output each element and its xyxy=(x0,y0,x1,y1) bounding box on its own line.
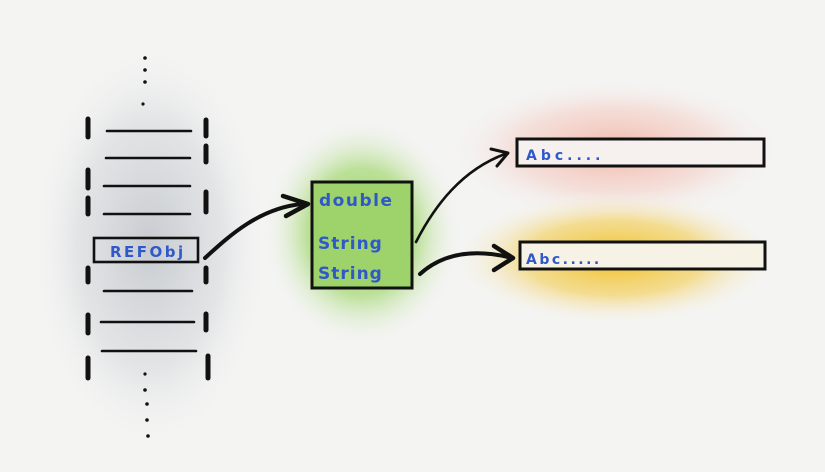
ref-label: REFObj xyxy=(110,243,186,261)
string-2-value: Abc..... xyxy=(526,252,602,268)
arrow-ref-to-object xyxy=(203,193,311,260)
heap-object: double String String xyxy=(310,180,414,290)
string-object-1: Abc.... xyxy=(515,137,766,168)
object-field-2: String xyxy=(318,234,383,254)
object-field-3: String xyxy=(318,264,383,284)
object-field-1: double xyxy=(319,191,393,211)
stack-ref-cell: REFObj xyxy=(92,236,200,264)
stack-bottom-ellipsis xyxy=(143,372,150,438)
arrow-field-to-string-1 xyxy=(414,147,510,244)
stack-right-border xyxy=(203,117,211,381)
stack-glow xyxy=(30,40,270,450)
stack-slots xyxy=(99,129,198,353)
arrow-field-to-string-2 xyxy=(418,243,516,276)
stack-top-ellipsis xyxy=(141,56,147,106)
string-object-2: Abc..... xyxy=(518,240,767,271)
string-1-value: Abc.... xyxy=(526,148,604,164)
